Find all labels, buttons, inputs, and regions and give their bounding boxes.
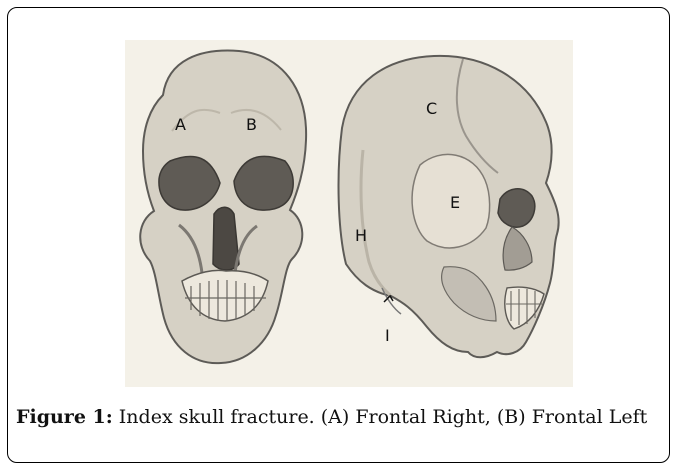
figure-card: A B C E H I Figu	[7, 7, 670, 463]
skull-drawing: A B C E H I	[125, 40, 573, 387]
caption-prefix: Figure 1:	[16, 406, 113, 428]
label-b: B	[246, 115, 257, 134]
label-e: E	[450, 193, 460, 212]
figure-caption: Figure 1: Index skull fracture. (A) Fron…	[16, 405, 661, 429]
caption-text: Index skull fracture. (A) Frontal Right,…	[113, 406, 647, 428]
skull-illustration: A B C E H I	[125, 40, 573, 387]
label-c: C	[426, 99, 437, 118]
lateral-orbit	[498, 189, 535, 227]
label-i: I	[385, 326, 390, 345]
label-a: A	[175, 115, 186, 134]
label-h: H	[355, 226, 367, 245]
